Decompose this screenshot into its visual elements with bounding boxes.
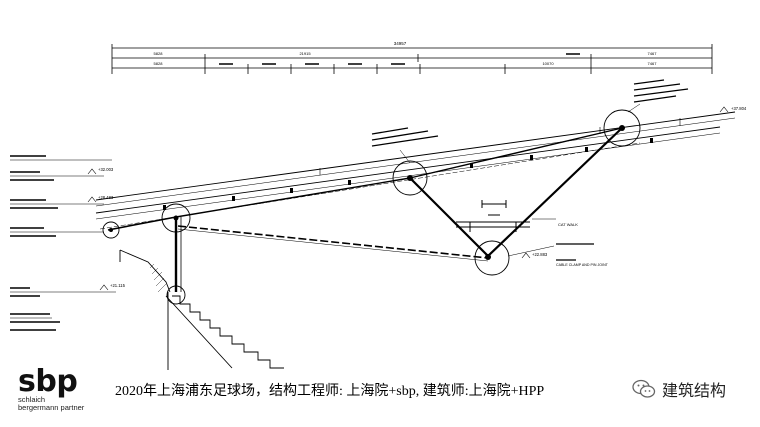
level-top: +37.804	[731, 106, 747, 111]
detail-circles	[102, 109, 641, 305]
stand-hatching	[149, 263, 167, 293]
dimension-value-placeholders	[219, 53, 580, 65]
logo-subtitle-2: bergermann partner	[18, 403, 85, 412]
wechat-icon	[632, 379, 656, 398]
level-lines	[10, 159, 116, 319]
main-structure	[107, 127, 623, 292]
level-outermost-ring: +28.483	[98, 195, 114, 200]
dimension-row2-1: 5828	[154, 61, 164, 66]
dimension-row1-2: 21915	[299, 51, 311, 56]
joint-nodes	[109, 125, 625, 260]
dimension-overall: 34957	[394, 41, 407, 46]
cat-walk	[456, 200, 530, 232]
tension-cable	[177, 225, 489, 262]
dimension-row1-4: 7467	[648, 51, 658, 56]
cladding-zone-marker	[319, 118, 681, 175]
callout-label-placeholders	[371, 79, 689, 261]
logo-subtitle-1: schlaich	[18, 395, 46, 404]
pin-joint-label: CABLE CLAMP AND PIN JOINT	[556, 263, 609, 267]
sbp-logo: sbp schlaich bergermann partner	[18, 364, 98, 412]
left-label-placeholders	[10, 155, 60, 331]
stadium-roof-section-drawing: 34957 5828 21915 7467 5828 10070 7467	[10, 41, 747, 370]
logo-wordmark: sbp	[18, 364, 78, 399]
elevation-markers	[87, 106, 729, 291]
level-compression-ring: +32.003	[98, 167, 114, 172]
dimension-row2-8: 7467	[648, 61, 658, 66]
dimension-values: 34957 5828 21915 7467 5828 10070 7467	[154, 41, 658, 66]
wechat-account-name: 建筑结构	[662, 381, 727, 400]
stand-seating	[119, 249, 284, 370]
slide-caption: 2020年上海浦东足球场，结构工程师: 上海院+sbp, 建筑师:上海院+HPP	[115, 384, 545, 399]
wechat-account: 建筑结构	[632, 377, 726, 401]
purlin-markers	[163, 138, 653, 210]
roof-cladding-line	[95, 111, 736, 230]
cat-walk-label: CAT WALK	[558, 222, 578, 227]
callout-leaders	[399, 103, 641, 257]
dimension-chain	[111, 44, 713, 74]
dimension-row2-6: 10070	[542, 61, 554, 66]
level-stand-floor: +21.115	[110, 283, 126, 288]
level-tension-ring: +22.883	[532, 252, 548, 257]
dimension-row1-1: 5828	[154, 51, 164, 56]
